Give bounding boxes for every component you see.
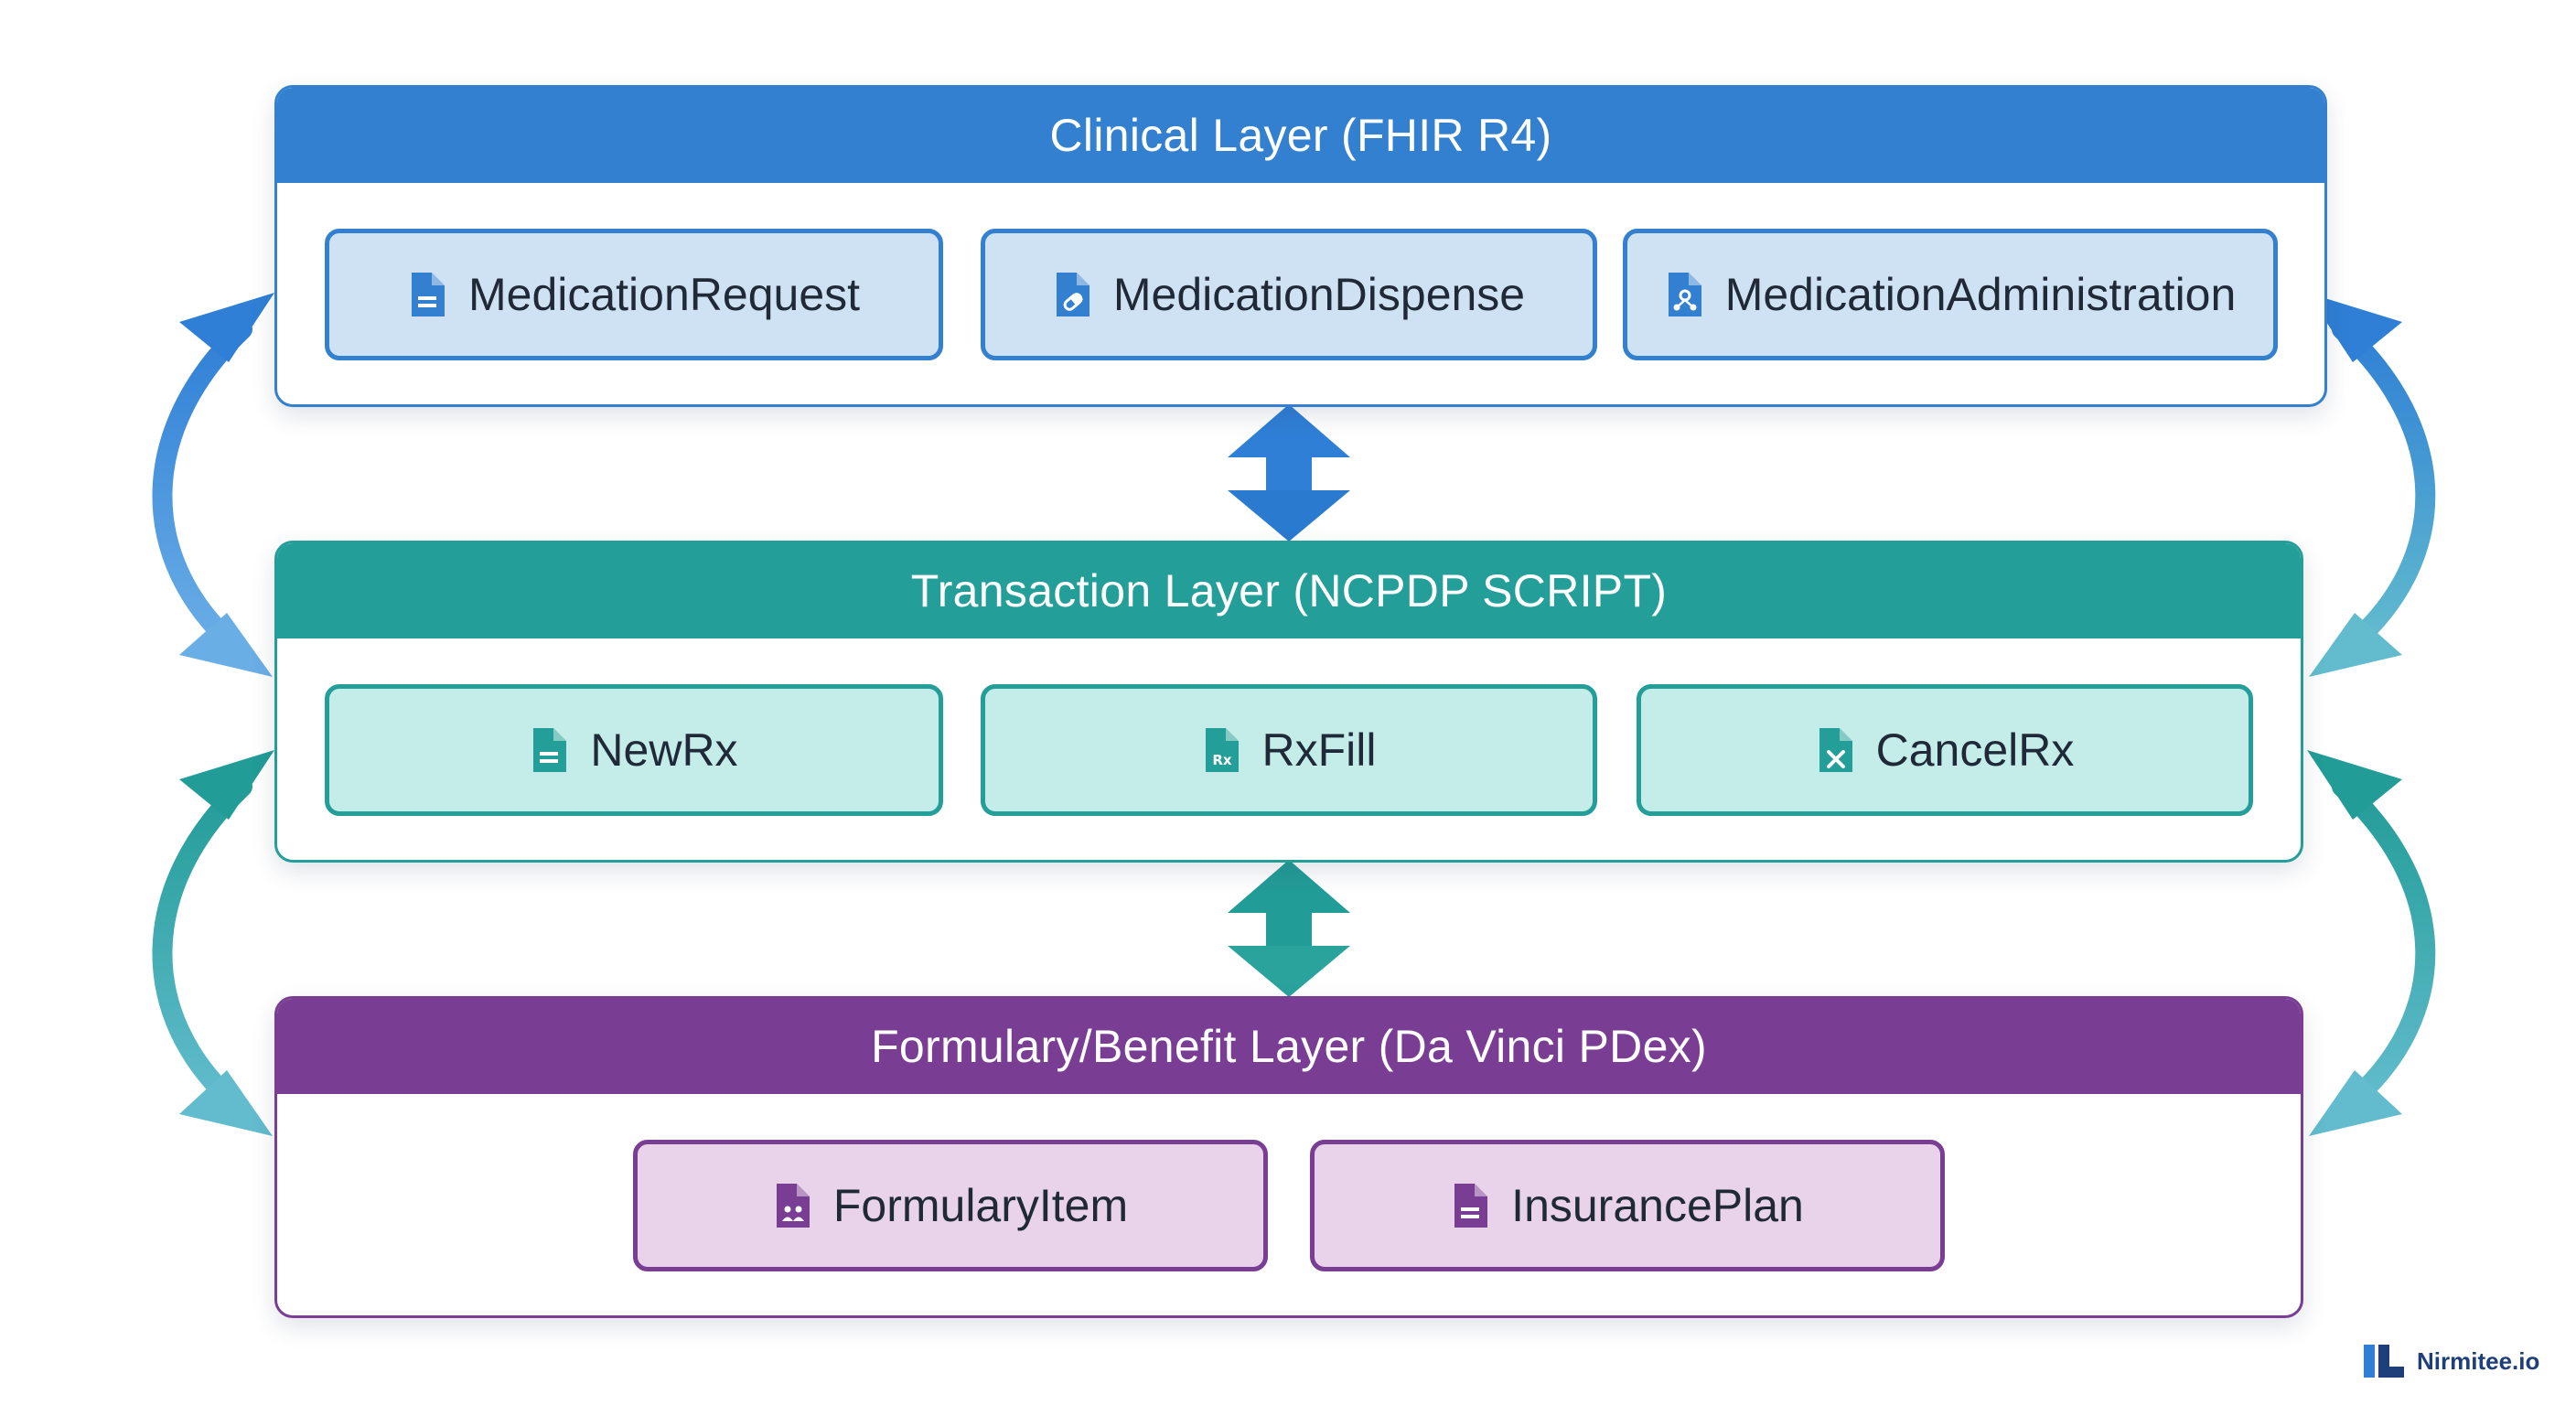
formulary-layer-header: Formulary/Benefit Layer (Da Vinci PDex)	[277, 999, 2301, 1094]
formulary-layer-title: Formulary/Benefit Layer (Da Vinci PDex)	[871, 1021, 1707, 1072]
chip-newrx: NewRx	[325, 684, 943, 816]
chip-formulary-item: FormularyItem	[633, 1140, 1268, 1271]
chip-label: InsurancePlan	[1511, 1180, 1804, 1231]
chip-label: NewRx	[590, 724, 738, 776]
svg-text:Rx: Rx	[1212, 752, 1232, 768]
document-lines-icon	[530, 726, 570, 774]
chip-label: RxFill	[1261, 724, 1377, 776]
curved-arrow-left-clinical-transaction	[152, 293, 274, 677]
transaction-layer-title: Transaction Layer (NCPDP SCRIPT)	[910, 565, 1668, 617]
document-people-icon	[773, 1182, 813, 1229]
brand-logo-icon	[2364, 1345, 2404, 1378]
document-lines-icon	[408, 271, 448, 318]
brand-name: Nirmitee.io	[2417, 1346, 2540, 1375]
curved-arrow-left-transaction-formulary	[152, 750, 274, 1136]
chip-label: CancelRx	[1875, 724, 2075, 776]
chip-rxfill: Rx RxFill	[981, 684, 1597, 816]
double-arrow-transaction-formulary	[1228, 860, 1350, 997]
chip-label: FormularyItem	[832, 1180, 1129, 1231]
document-pill-icon	[1053, 271, 1093, 318]
chip-medication-administration: MedicationAdministration	[1623, 229, 2278, 360]
brand-logo: Nirmitee.io	[2364, 1345, 2539, 1378]
chip-label: MedicationAdministration	[1724, 269, 2237, 320]
transaction-layer-header: Transaction Layer (NCPDP SCRIPT)	[277, 543, 2301, 638]
chip-medication-request: MedicationRequest	[325, 229, 943, 360]
chip-insurance-plan: InsurancePlan	[1310, 1140, 1945, 1271]
document-lines-icon	[1451, 1182, 1491, 1229]
chip-cancelrx: CancelRx	[1637, 684, 2253, 816]
chip-label: MedicationRequest	[467, 269, 861, 320]
document-rx-icon: Rx	[1202, 726, 1242, 774]
curved-arrow-right-transaction-formulary	[2307, 750, 2436, 1136]
clinical-layer-title: Clinical Layer (FHIR R4)	[1049, 110, 1552, 161]
document-x-icon	[1816, 726, 1856, 774]
document-person-icon	[1665, 271, 1705, 318]
double-arrow-clinical-transaction	[1228, 404, 1350, 542]
chip-label: MedicationDispense	[1112, 269, 1526, 320]
formulary-layer: Formulary/Benefit Layer (Da Vinci PDex)	[274, 996, 2303, 1318]
chip-medication-dispense: MedicationDispense	[981, 229, 1597, 360]
clinical-layer-header: Clinical Layer (FHIR R4)	[277, 88, 2324, 183]
